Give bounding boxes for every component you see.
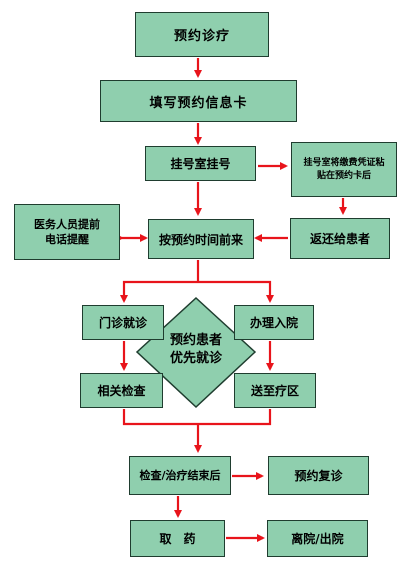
box-return-patient: 返还给患者 (290, 218, 390, 259)
box-appointment: 预约诊疗 (135, 12, 269, 57)
priority-label: 预约患者优先就诊 (169, 333, 222, 366)
box-discharge: 离院/出院 (267, 520, 368, 557)
box-to-ward: 送至疗区 (234, 373, 316, 408)
admission-label: 办理入院 (249, 316, 298, 330)
box-registration: 挂号室挂号 (145, 146, 256, 181)
priority-label-wrap: 预约患者优先就诊 (152, 322, 240, 378)
to-ward-label: 送至疗区 (250, 384, 299, 398)
box-follow-up: 预约复诊 (268, 456, 369, 495)
box-fill-card: 填写预约信息卡 (100, 80, 297, 122)
arrow-split-left (120, 280, 198, 303)
box-exams: 相关检查 (80, 373, 163, 408)
arrow-merge-right (198, 409, 272, 426)
outpatient-label: 门诊就诊 (98, 316, 147, 330)
arrow-merge-left (122, 409, 198, 426)
arrow-split-right (198, 280, 274, 303)
box-get-medicine: 取 药 (130, 520, 225, 557)
after-treatment-label: 检查/治疗结束后 (139, 469, 221, 482)
box-attach-receipt: 挂号室将缴费凭证粘贴在预约卡后 (291, 142, 397, 197)
staff-call-label: 医务人员提前电话提醒 (34, 218, 100, 246)
appointment-label: 预约诊疗 (173, 29, 230, 44)
return-patient-label: 返还给患者 (309, 232, 370, 246)
follow-up-label: 预约复诊 (294, 469, 343, 483)
box-staff-call: 医务人员提前电话提醒 (14, 204, 120, 260)
arrive-on-time-label: 按预约时间前来 (158, 232, 243, 247)
attach-receipt-label: 挂号室将缴费凭证粘贴在预约卡后 (303, 157, 385, 181)
get-medicine-label: 取 药 (159, 532, 196, 546)
registration-label: 挂号室挂号 (170, 157, 231, 171)
fill-card-label: 填写预约信息卡 (149, 95, 248, 111)
exams-label: 相关检查 (97, 384, 146, 398)
box-admission: 办理入院 (234, 305, 314, 340)
box-outpatient: 门诊就诊 (82, 305, 164, 340)
box-after-treatment: 检查/治疗结束后 (129, 456, 231, 495)
box-arrive-on-time: 按预约时间前来 (148, 219, 254, 259)
discharge-label: 离院/出院 (291, 532, 344, 546)
